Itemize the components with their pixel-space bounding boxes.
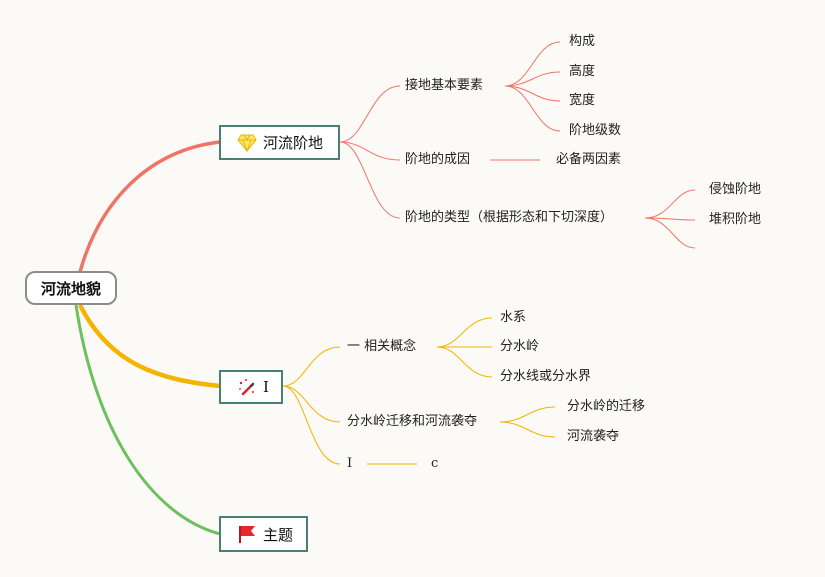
connector-b0-c0-g3 (504, 85, 561, 132)
subtopic[interactable]: 一 相关概念 (347, 339, 417, 354)
subtopic[interactable]: 接地基本要素 (405, 78, 484, 93)
connector-root-branch-2 (74, 304, 221, 536)
connector-b0-c2-g1 (644, 217, 696, 221)
leaf-topic[interactable]: 水系 (500, 310, 527, 325)
connector-b0-c0 (339, 85, 401, 143)
leaf-topic[interactable]: 阶地级数 (569, 123, 622, 138)
connector-b0-c0-g0 (504, 41, 561, 87)
connector-b0-c2 (339, 141, 401, 219)
leaf-topic[interactable]: 必备两因素 (556, 152, 622, 167)
connector-b1-c2 (282, 385, 341, 465)
branch-topic-label: I (263, 378, 269, 396)
connector-root-branch-0 (78, 140, 221, 273)
leaf-topic[interactable]: 分水岭 (500, 339, 540, 354)
connector-b0-c0-g2 (504, 85, 561, 102)
leaf-topic[interactable]: 侵蚀阶地 (709, 182, 762, 197)
leaf-topic[interactable]: 分水线或分水界 (500, 369, 592, 384)
connector-b0-c1 (339, 141, 401, 161)
connector-b1-c1-g0 (499, 406, 556, 423)
connector-b1-c0-g0 (436, 317, 493, 348)
leaf-topic[interactable]: 分水岭的迁移 (567, 399, 646, 414)
root-topic-label: 河流地貌 (40, 279, 101, 298)
leaf-topic[interactable]: 构成 (569, 34, 596, 49)
branch-topic-label: 河流阶地 (263, 134, 324, 152)
connector-root-branch-1 (77, 303, 221, 389)
magic-wand-icon (237, 377, 257, 397)
connector-b1-c0 (282, 346, 341, 387)
branch-topic-i[interactable]: I (219, 370, 283, 404)
leaf-topic[interactable]: 河流袭夺 (567, 429, 620, 444)
leaf-topic[interactable]: 堆积阶地 (709, 212, 762, 227)
branch-topic-river-terrace[interactable]: 河流阶地 (219, 125, 340, 160)
connector-b0-c0-g1 (504, 71, 561, 87)
red-flag-icon (237, 524, 257, 544)
connector-b1-c1 (282, 385, 341, 423)
connector-b0-c2-g2 (644, 217, 696, 249)
branch-topic-label: 主题 (263, 525, 294, 544)
root-topic[interactable]: 河流地貌 (25, 271, 117, 305)
connector-b1-c0-g2 (436, 346, 493, 378)
leaf-topic[interactable]: c (431, 456, 439, 471)
connector-b1-c1-g1 (499, 421, 556, 438)
branch-topic-theme[interactable]: 主题 (219, 516, 308, 552)
subtopic[interactable]: I (347, 456, 353, 471)
subtopic[interactable]: 阶地的成因 (405, 152, 471, 167)
leaf-topic[interactable]: 宽度 (569, 93, 596, 108)
subtopic[interactable]: 分水岭迁移和河流袭夺 (347, 414, 478, 429)
connector-b0-c2-g0 (644, 189, 696, 219)
diamond-icon (237, 133, 257, 153)
leaf-topic[interactable]: 高度 (569, 64, 596, 79)
subtopic[interactable]: 阶地的类型（根据形态和下切深度） (405, 210, 614, 225)
